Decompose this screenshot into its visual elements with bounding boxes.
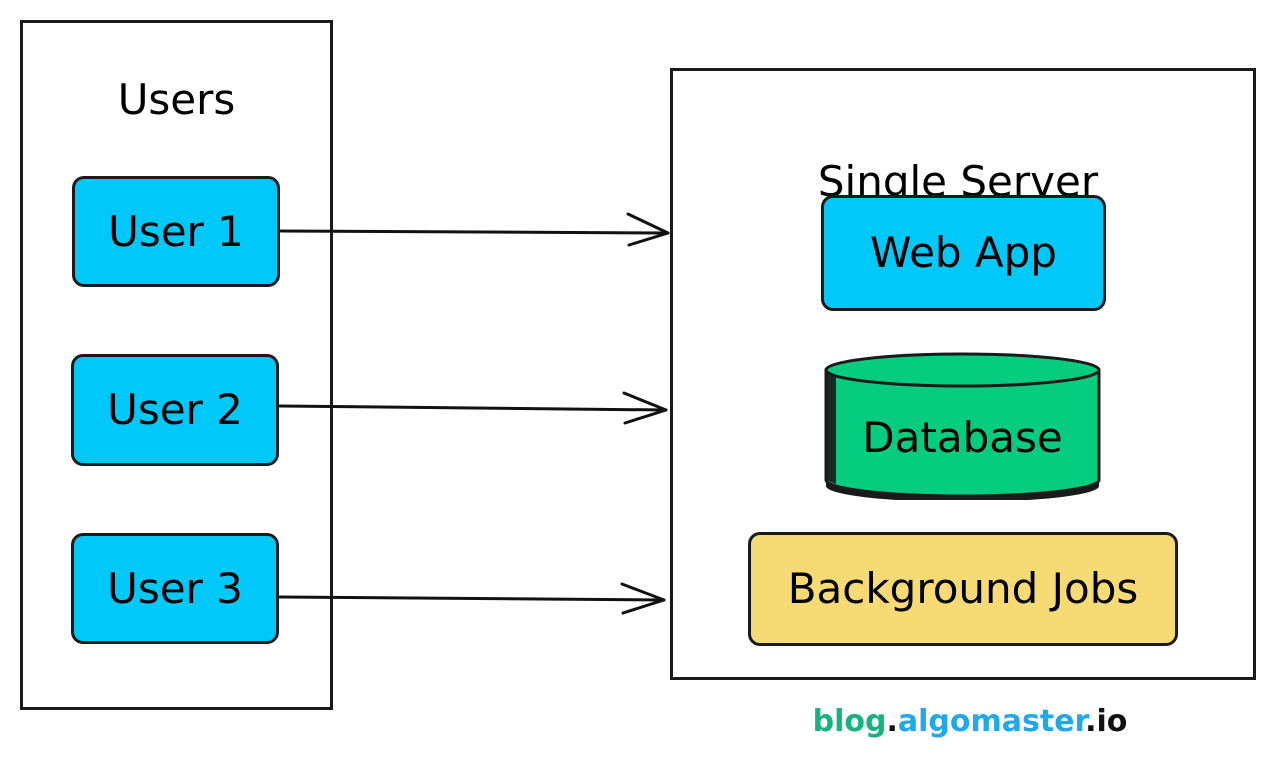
- database-body: [824, 368, 1101, 498]
- web-app-label: Web App: [870, 228, 1057, 277]
- watermark-dot-2: .: [1085, 704, 1097, 739]
- watermark-blog: blog: [812, 704, 887, 739]
- watermark-algomaster: algomaster: [897, 704, 1086, 739]
- users-panel-title: Users: [117, 75, 236, 124]
- watermark-dot-1: .: [886, 704, 898, 739]
- database-shadow-left: [826, 370, 836, 484]
- user-2-label: User 2: [107, 385, 243, 434]
- background-jobs-label: Background Jobs: [787, 564, 1139, 613]
- arrow-user-2-to-server: [278, 391, 668, 425]
- user-2-box: User 2: [71, 354, 279, 466]
- database-cylinder: [824, 352, 1101, 500]
- user-1-box: User 1: [72, 176, 280, 287]
- database-top: [824, 352, 1101, 388]
- user-3-box: User 3: [71, 533, 279, 644]
- database-label: Database: [862, 413, 1063, 462]
- arrow-user-1-to-server: [279, 212, 670, 247]
- user-3-label: User 3: [107, 563, 243, 613]
- watermark-io: io: [1096, 704, 1128, 739]
- watermark: blog.algomaster.io: [660, 700, 1276, 744]
- web-app-box: Web App: [821, 195, 1106, 311]
- arrow-user-3-to-server: [278, 582, 666, 615]
- user-1-label: User 1: [108, 206, 244, 256]
- database-shadow-bottom: [826, 480, 1099, 500]
- background-jobs-box: Background Jobs: [748, 532, 1178, 646]
